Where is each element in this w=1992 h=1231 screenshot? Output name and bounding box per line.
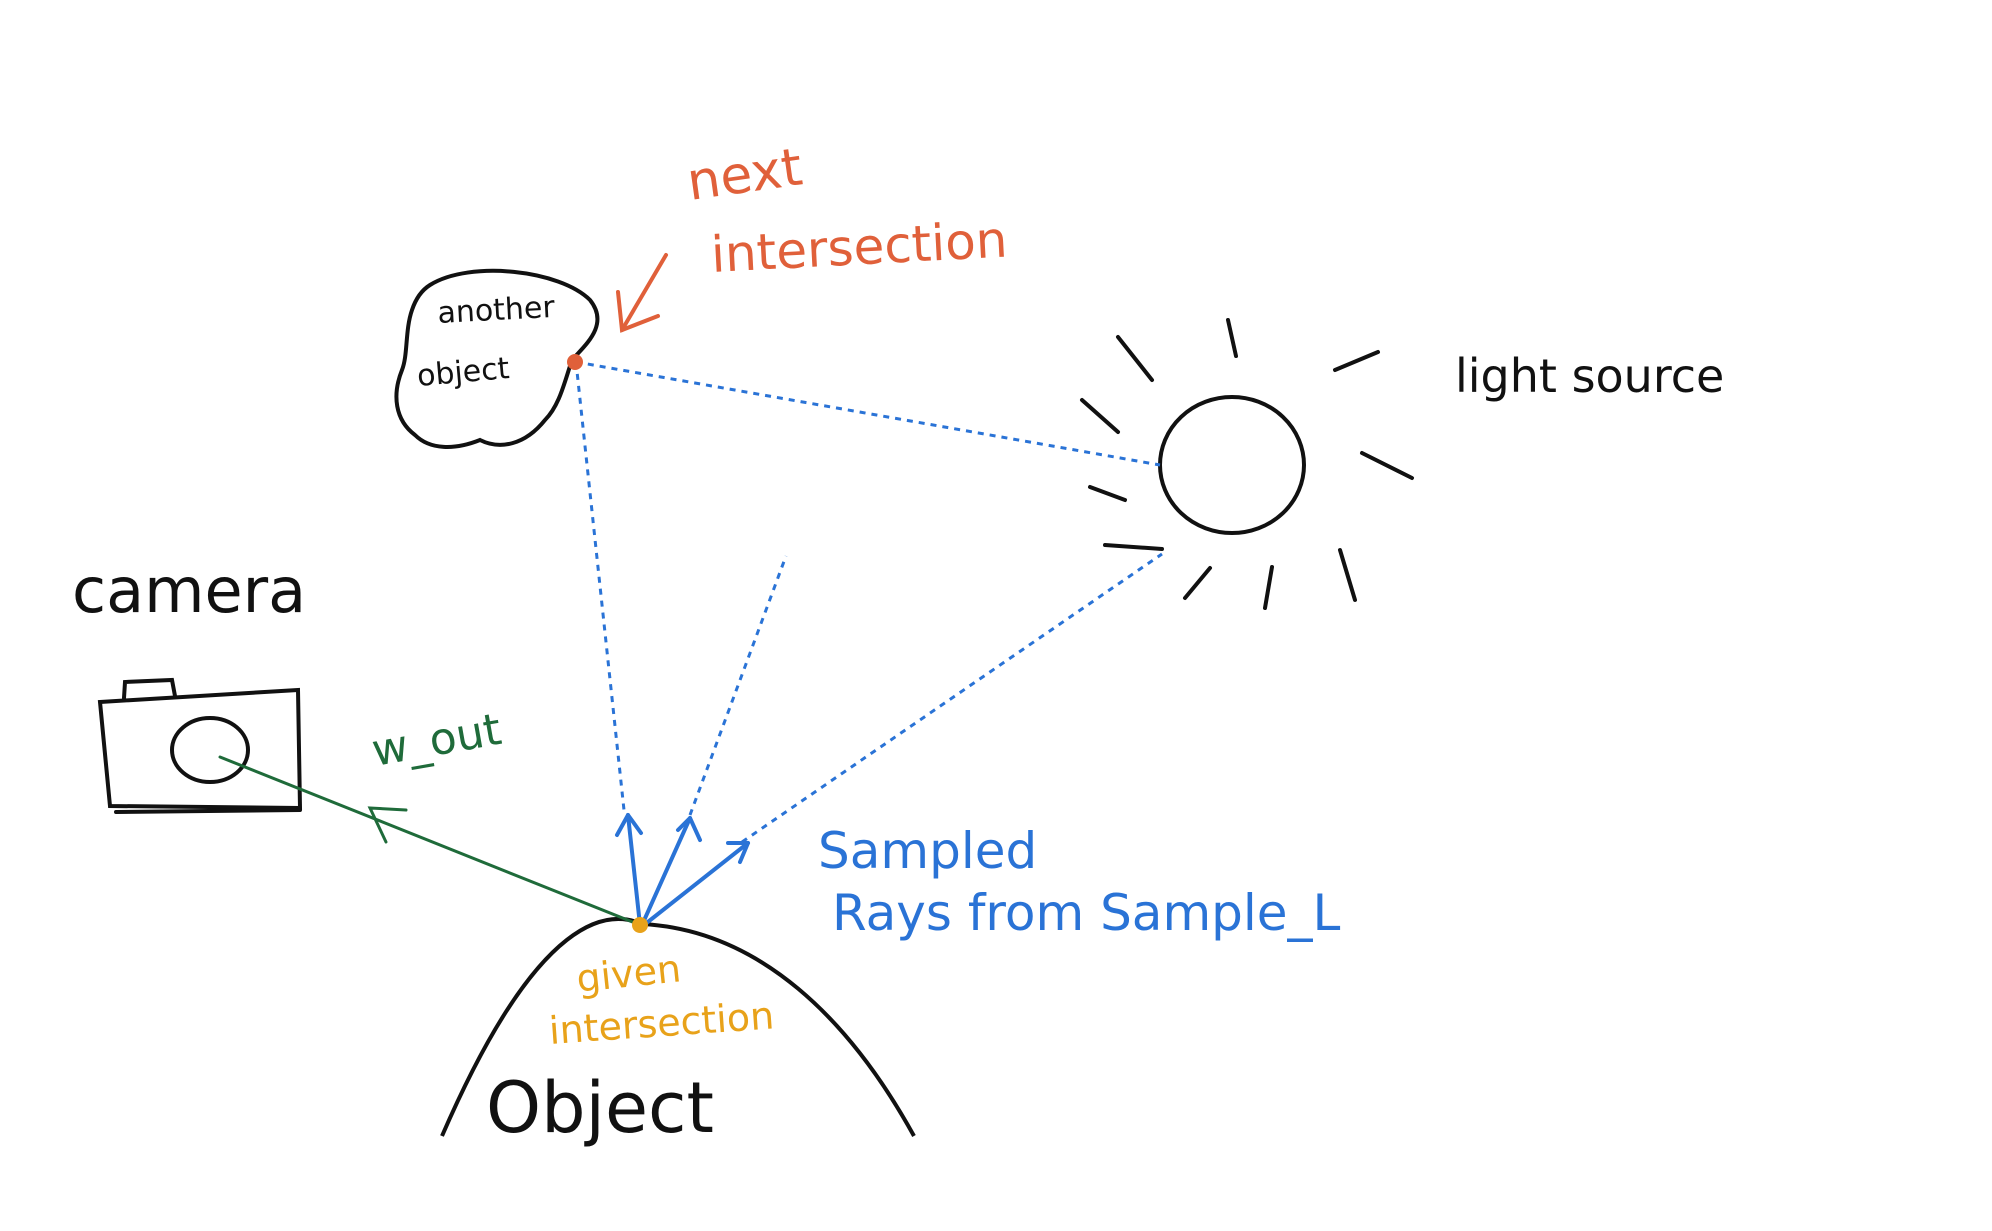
another-object-label-line1: another [437, 290, 557, 331]
sampled-ray-arrows [615, 813, 750, 927]
dashed-ray-light-to-given [741, 552, 1163, 844]
light-source-label: light source [1455, 349, 1724, 403]
camera-icon [97, 677, 303, 814]
given-intersection-label-line1: given [574, 946, 683, 1001]
given-intersection-label-line2: intersection [548, 993, 776, 1053]
another-object-shape [394, 268, 600, 449]
sun-icon [1080, 318, 1414, 610]
w-out-label: w_out [368, 704, 505, 777]
dashed-ray-up [688, 555, 788, 816]
another-object-label-line2: object [416, 351, 511, 394]
w-out-arrow [218, 755, 642, 927]
sampled-rays-label-line1: Sampled [818, 822, 1037, 880]
next-intersection-label-line2: intersection [710, 211, 1009, 284]
camera-label: camera [72, 554, 306, 627]
given-intersection-point [632, 917, 648, 933]
next-intersection-point [567, 354, 583, 370]
next-intersection-label-line1: next [683, 137, 805, 212]
next-intersection-pointer-arrow [616, 253, 668, 333]
dashed-ray-next-to-given [574, 361, 626, 811]
sampled-rays-label-line2: Rays from Sample_L [832, 884, 1341, 942]
object-label: Object [486, 1067, 714, 1149]
dashed-ray-next-to-light [575, 360, 1161, 467]
